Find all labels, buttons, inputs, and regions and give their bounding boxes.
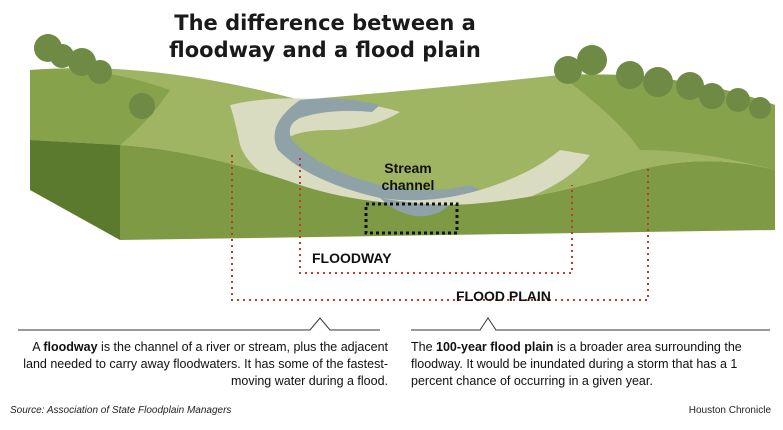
flood-plain-caption: The 100-year flood plain is a broader ar… [411,339,771,390]
flood-plain-caption-text: is a broader area surrounding the floodw… [411,340,742,388]
stream-channel-label-line-2: channel [381,177,435,193]
title-line-1: The difference between a [174,11,476,35]
source-note: Source: Association of State Floodplain … [10,405,232,416]
floodway-callout [18,317,380,331]
flood-plain-bracket [231,155,649,301]
terrain-front-face [120,145,775,240]
floodway-caption: A floodway is the channel of a river or … [18,339,388,390]
title-line-2: floodway and a flood plain [169,38,481,62]
floodway-caption-text: is the channel of a river or stream, plu… [23,340,388,388]
stream-channel-label: Stream channel [368,160,448,194]
trees [34,34,771,119]
diagram-title: The difference between a floodway and a … [150,10,500,64]
floodway-caption-prefix: A [32,340,44,354]
floodway-caption-term: floodway [43,340,98,354]
stream-channel-label-line-1: Stream [384,160,432,176]
flood-plain-caption-term: 100-year flood plain [436,340,554,354]
credit-note: Houston Chronicle [688,405,771,416]
flood-plain-caption-prefix: The [411,340,437,354]
river [274,98,480,201]
terrain-left-side [30,70,120,240]
flood-plain-callout [411,317,770,331]
terrain-top-surface [30,68,775,205]
floodway-label: FLOODWAY [312,250,392,266]
flood-plain-label: FLOOD PLAIN [456,288,551,304]
terrain-dark-patch-left [30,69,170,145]
floodway-band [230,98,590,216]
